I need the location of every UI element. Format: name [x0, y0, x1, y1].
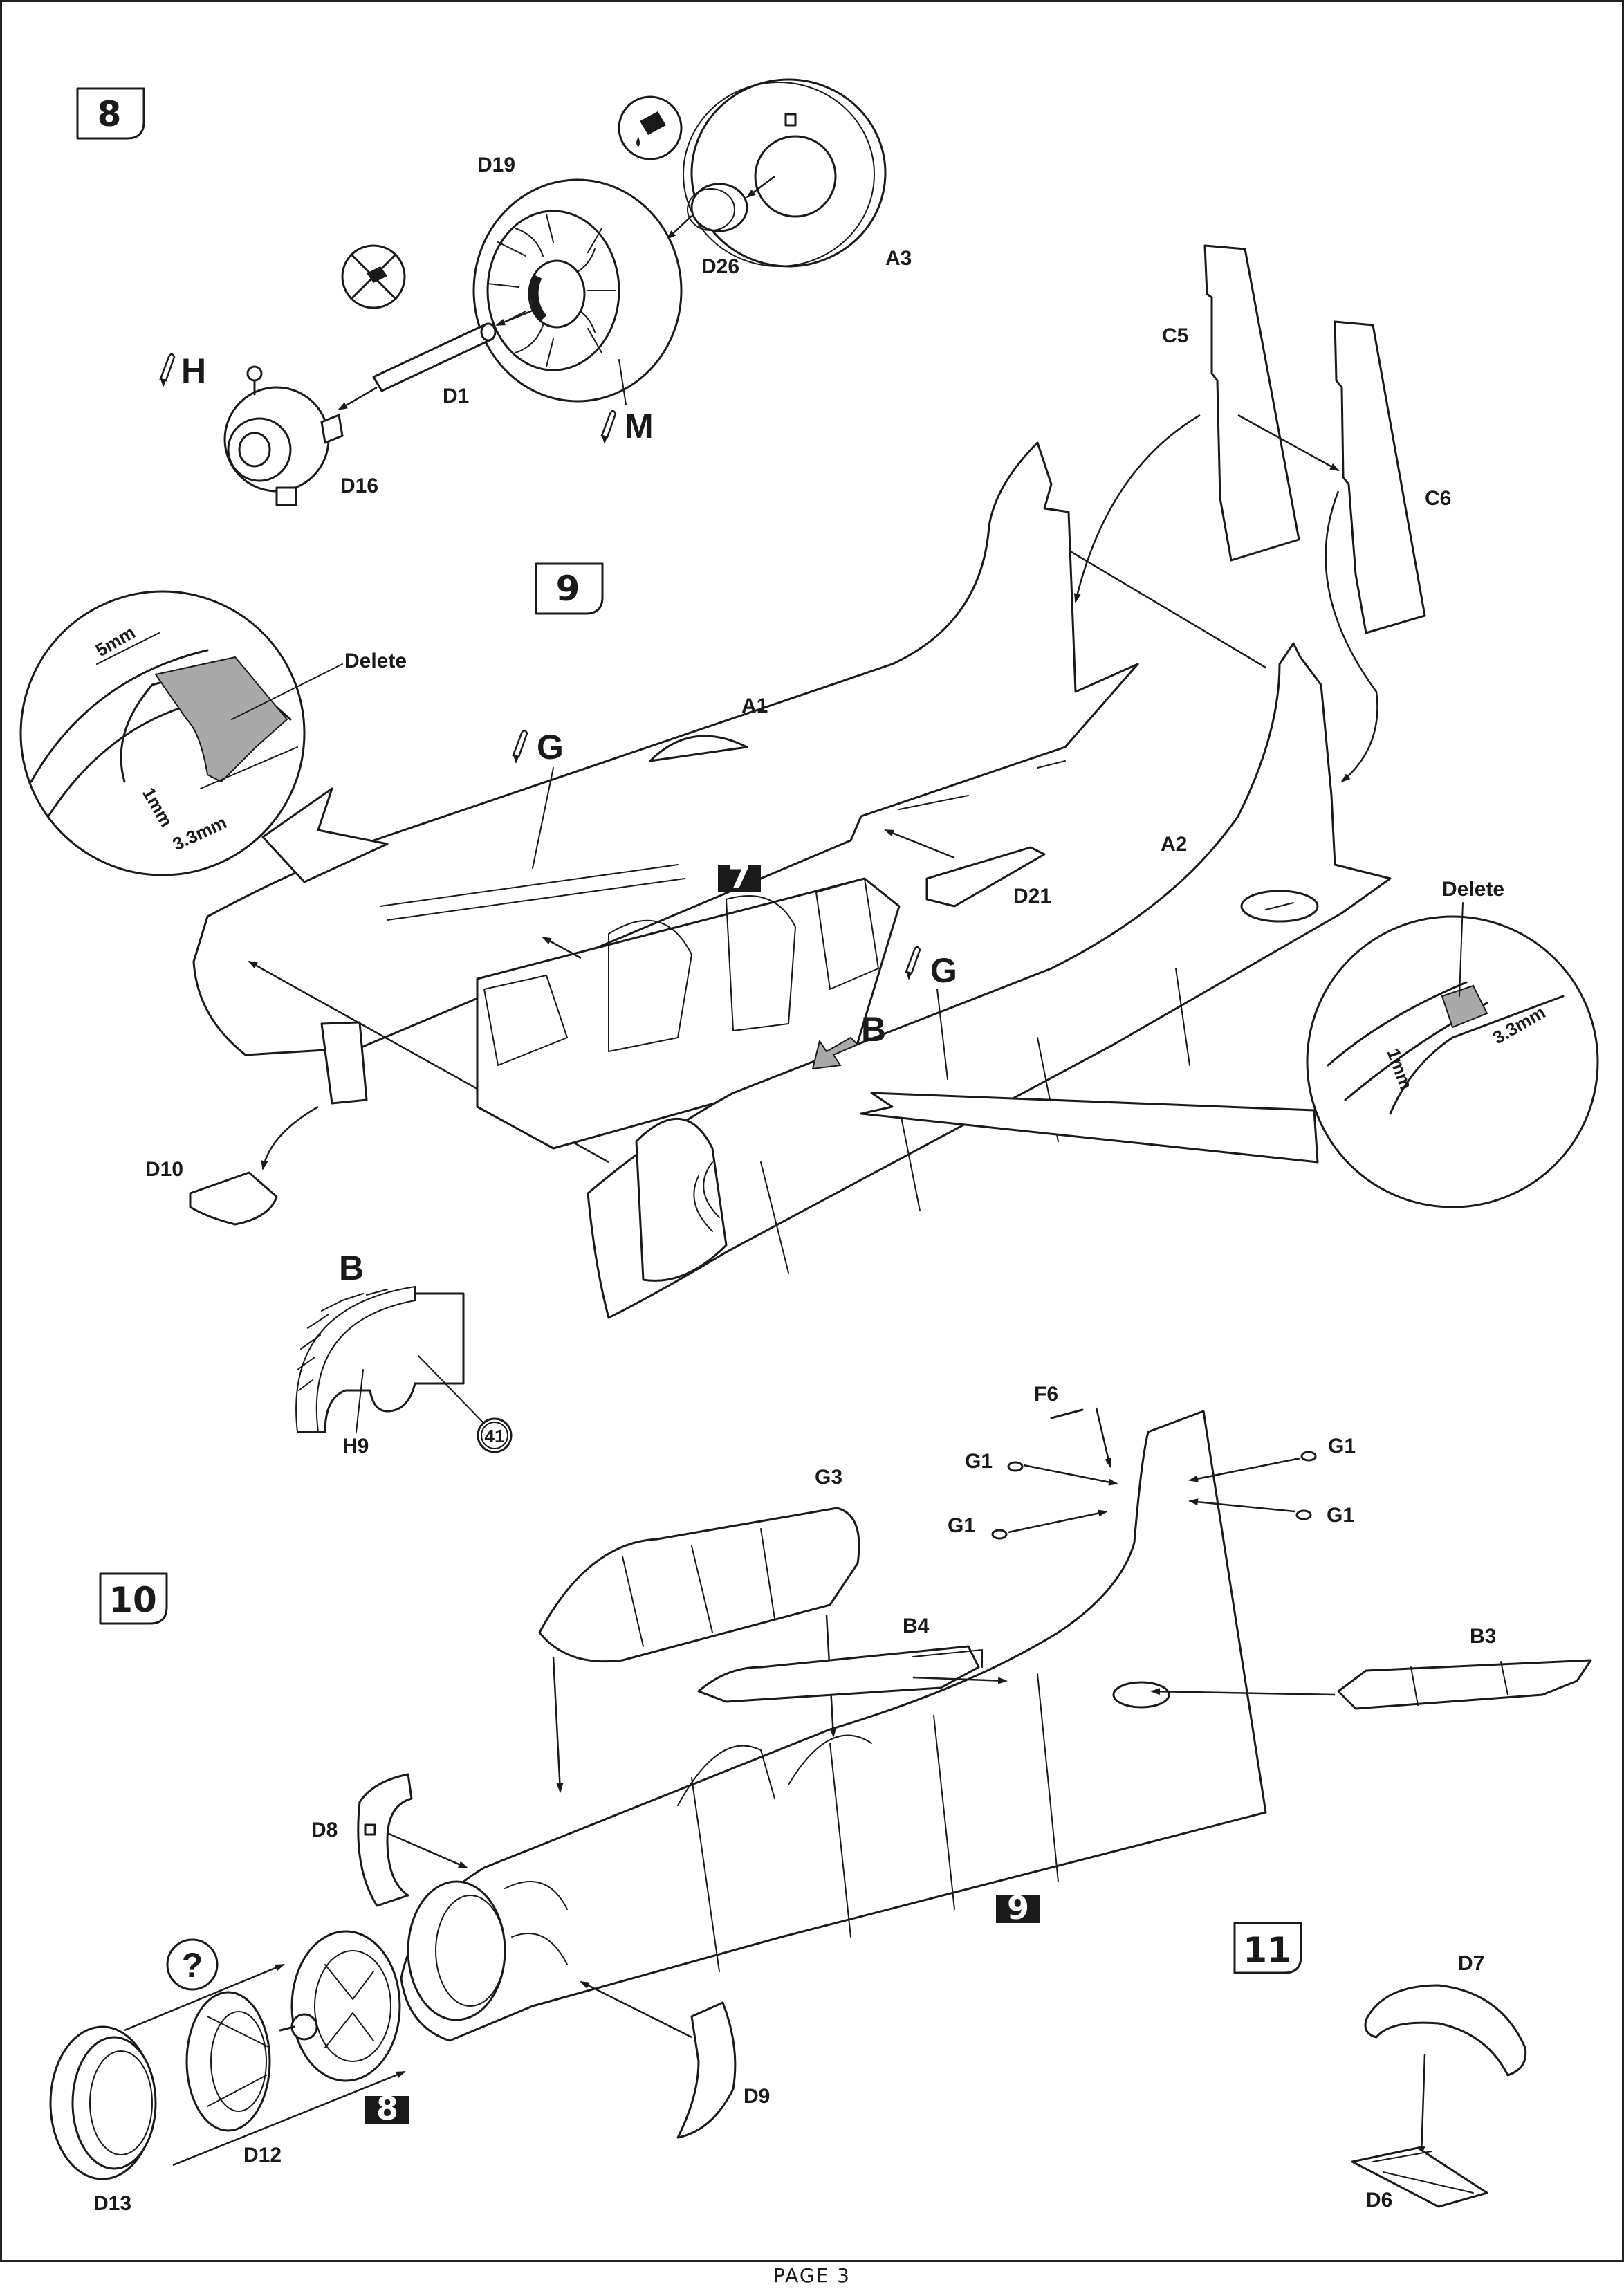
part-b4: B4 [697, 1615, 983, 1703]
question-mark-icon [166, 1938, 219, 1991]
paint-brush-icon [159, 353, 176, 389]
svg-text:D19: D19 [477, 154, 515, 176]
detail-magnifier-right: Delete 1mm 3.3mm [1306, 878, 1599, 1208]
svg-text:G3: G3 [815, 1466, 842, 1489]
part-d1: D1 [372, 322, 497, 407]
svg-text:C6: C6 [1425, 487, 1451, 510]
part-g3: G3 [538, 1466, 860, 1663]
paint-brush-icon [512, 729, 528, 765]
svg-text:Delete: Delete [344, 650, 407, 672]
svg-text:8: 8 [98, 94, 122, 134]
svg-text:D1: D1 [443, 385, 469, 407]
fuselage-assembled [400, 1410, 1267, 2042]
svg-text:B: B [339, 1249, 364, 1287]
step-9: 9 C5 C6 A1 D10 [19, 244, 1599, 1458]
svg-text:A3: A3 [885, 247, 912, 270]
step-8-reference: 8 [365, 2090, 409, 2127]
step-8: 8 A3 D26 [76, 78, 912, 506]
part-d12: D12 [185, 1991, 282, 2167]
svg-text:9: 9 [1007, 1889, 1029, 1927]
part-g1 [1300, 1451, 1317, 1462]
part-d16: D16 [223, 365, 378, 506]
part-f6: F6 [1034, 1383, 1058, 1406]
svg-text:9: 9 [556, 569, 580, 609]
part-g1 [991, 1529, 1008, 1540]
svg-text:7: 7 [728, 858, 750, 896]
svg-text:8: 8 [376, 2090, 398, 2127]
part-c5: C5 [1162, 244, 1300, 562]
engine-subassembly [279, 1930, 401, 2082]
svg-text:D9: D9 [744, 2085, 770, 2108]
svg-text:G1: G1 [1328, 1435, 1356, 1458]
part-b3: B3 [1337, 1625, 1592, 1710]
paint-code-g: G [537, 728, 564, 766]
svg-text:D13: D13 [93, 2192, 131, 2215]
part-g1 [1007, 1461, 1024, 1472]
svg-text:D26: D26 [701, 255, 739, 278]
question-mark: ? [182, 1946, 203, 1985]
paint-brush-icon [905, 946, 921, 982]
part-d19: D19 [472, 154, 683, 403]
detail-magnifier-left: Delete 5mm 1mm 3.3mm [19, 590, 407, 876]
svg-text:A2: A2 [1161, 833, 1187, 856]
svg-text:G1: G1 [1327, 1504, 1354, 1527]
view-b-arrow-label: B [861, 1010, 886, 1049]
svg-text:D12: D12 [243, 2144, 282, 2167]
svg-text:Delete: Delete [1442, 878, 1504, 901]
part-d9: D9 [676, 2001, 770, 2139]
glue-icon [618, 95, 683, 160]
svg-text:D8: D8 [311, 1819, 338, 1841]
part-d21: D21 [925, 846, 1051, 908]
part-c6: C6 [1334, 320, 1451, 634]
paint-code-g: G [930, 951, 957, 990]
part-d8: D8 [311, 1773, 413, 1907]
step-8-badge: 8 [76, 87, 145, 140]
svg-text:D7: D7 [1458, 1952, 1484, 1975]
svg-text:D16: D16 [340, 475, 378, 497]
step-9-badge: 9 [535, 562, 604, 615]
svg-text:11: 11 [1243, 1930, 1291, 1970]
part-d13: D13 [49, 2025, 157, 2215]
svg-text:D10: D10 [145, 1158, 183, 1181]
no-glue-icon [341, 244, 406, 309]
svg-text:C5: C5 [1162, 324, 1188, 347]
svg-text:H9: H9 [342, 1435, 369, 1458]
svg-text:B3: B3 [1470, 1625, 1496, 1648]
step-9-reference: 9 [996, 1889, 1040, 1927]
part-g1 [1295, 1509, 1312, 1520]
svg-text:G1: G1 [948, 1514, 975, 1537]
part-d26: D26 [687, 183, 748, 278]
step-10: 10 9 F6 G1 G1 G1 G1 [49, 1383, 1592, 2215]
part-a2: A2 [587, 642, 1392, 1319]
paint-brush-icon [600, 410, 617, 445]
page-number: PAGE 3 [773, 2264, 851, 2287]
part-d10: D10 [145, 1158, 278, 1226]
svg-text:10: 10 [109, 1580, 157, 1620]
svg-text:B4: B4 [903, 1615, 930, 1637]
paint-code-h: H [181, 351, 206, 390]
svg-text:D6: D6 [1366, 2189, 1392, 2212]
part-d6: D6 [1351, 2146, 1488, 2212]
svg-text:D21: D21 [1013, 885, 1051, 908]
step-11: 11 D7 D6 [1233, 1922, 1527, 2212]
svg-text:41: 41 [485, 1426, 505, 1446]
step-10-badge: 10 [99, 1572, 168, 1625]
step-7-reference: 7 [718, 858, 761, 896]
part-d7: D7 [1364, 1952, 1527, 2077]
paint-code-m: M [625, 407, 654, 445]
step-11-badge: 11 [1233, 1922, 1302, 1974]
part-a3: A3 [683, 78, 912, 270]
view-b-detail: B H9 41 [295, 1249, 513, 1458]
svg-text:G1: G1 [965, 1450, 993, 1473]
svg-text:A1: A1 [741, 695, 768, 717]
